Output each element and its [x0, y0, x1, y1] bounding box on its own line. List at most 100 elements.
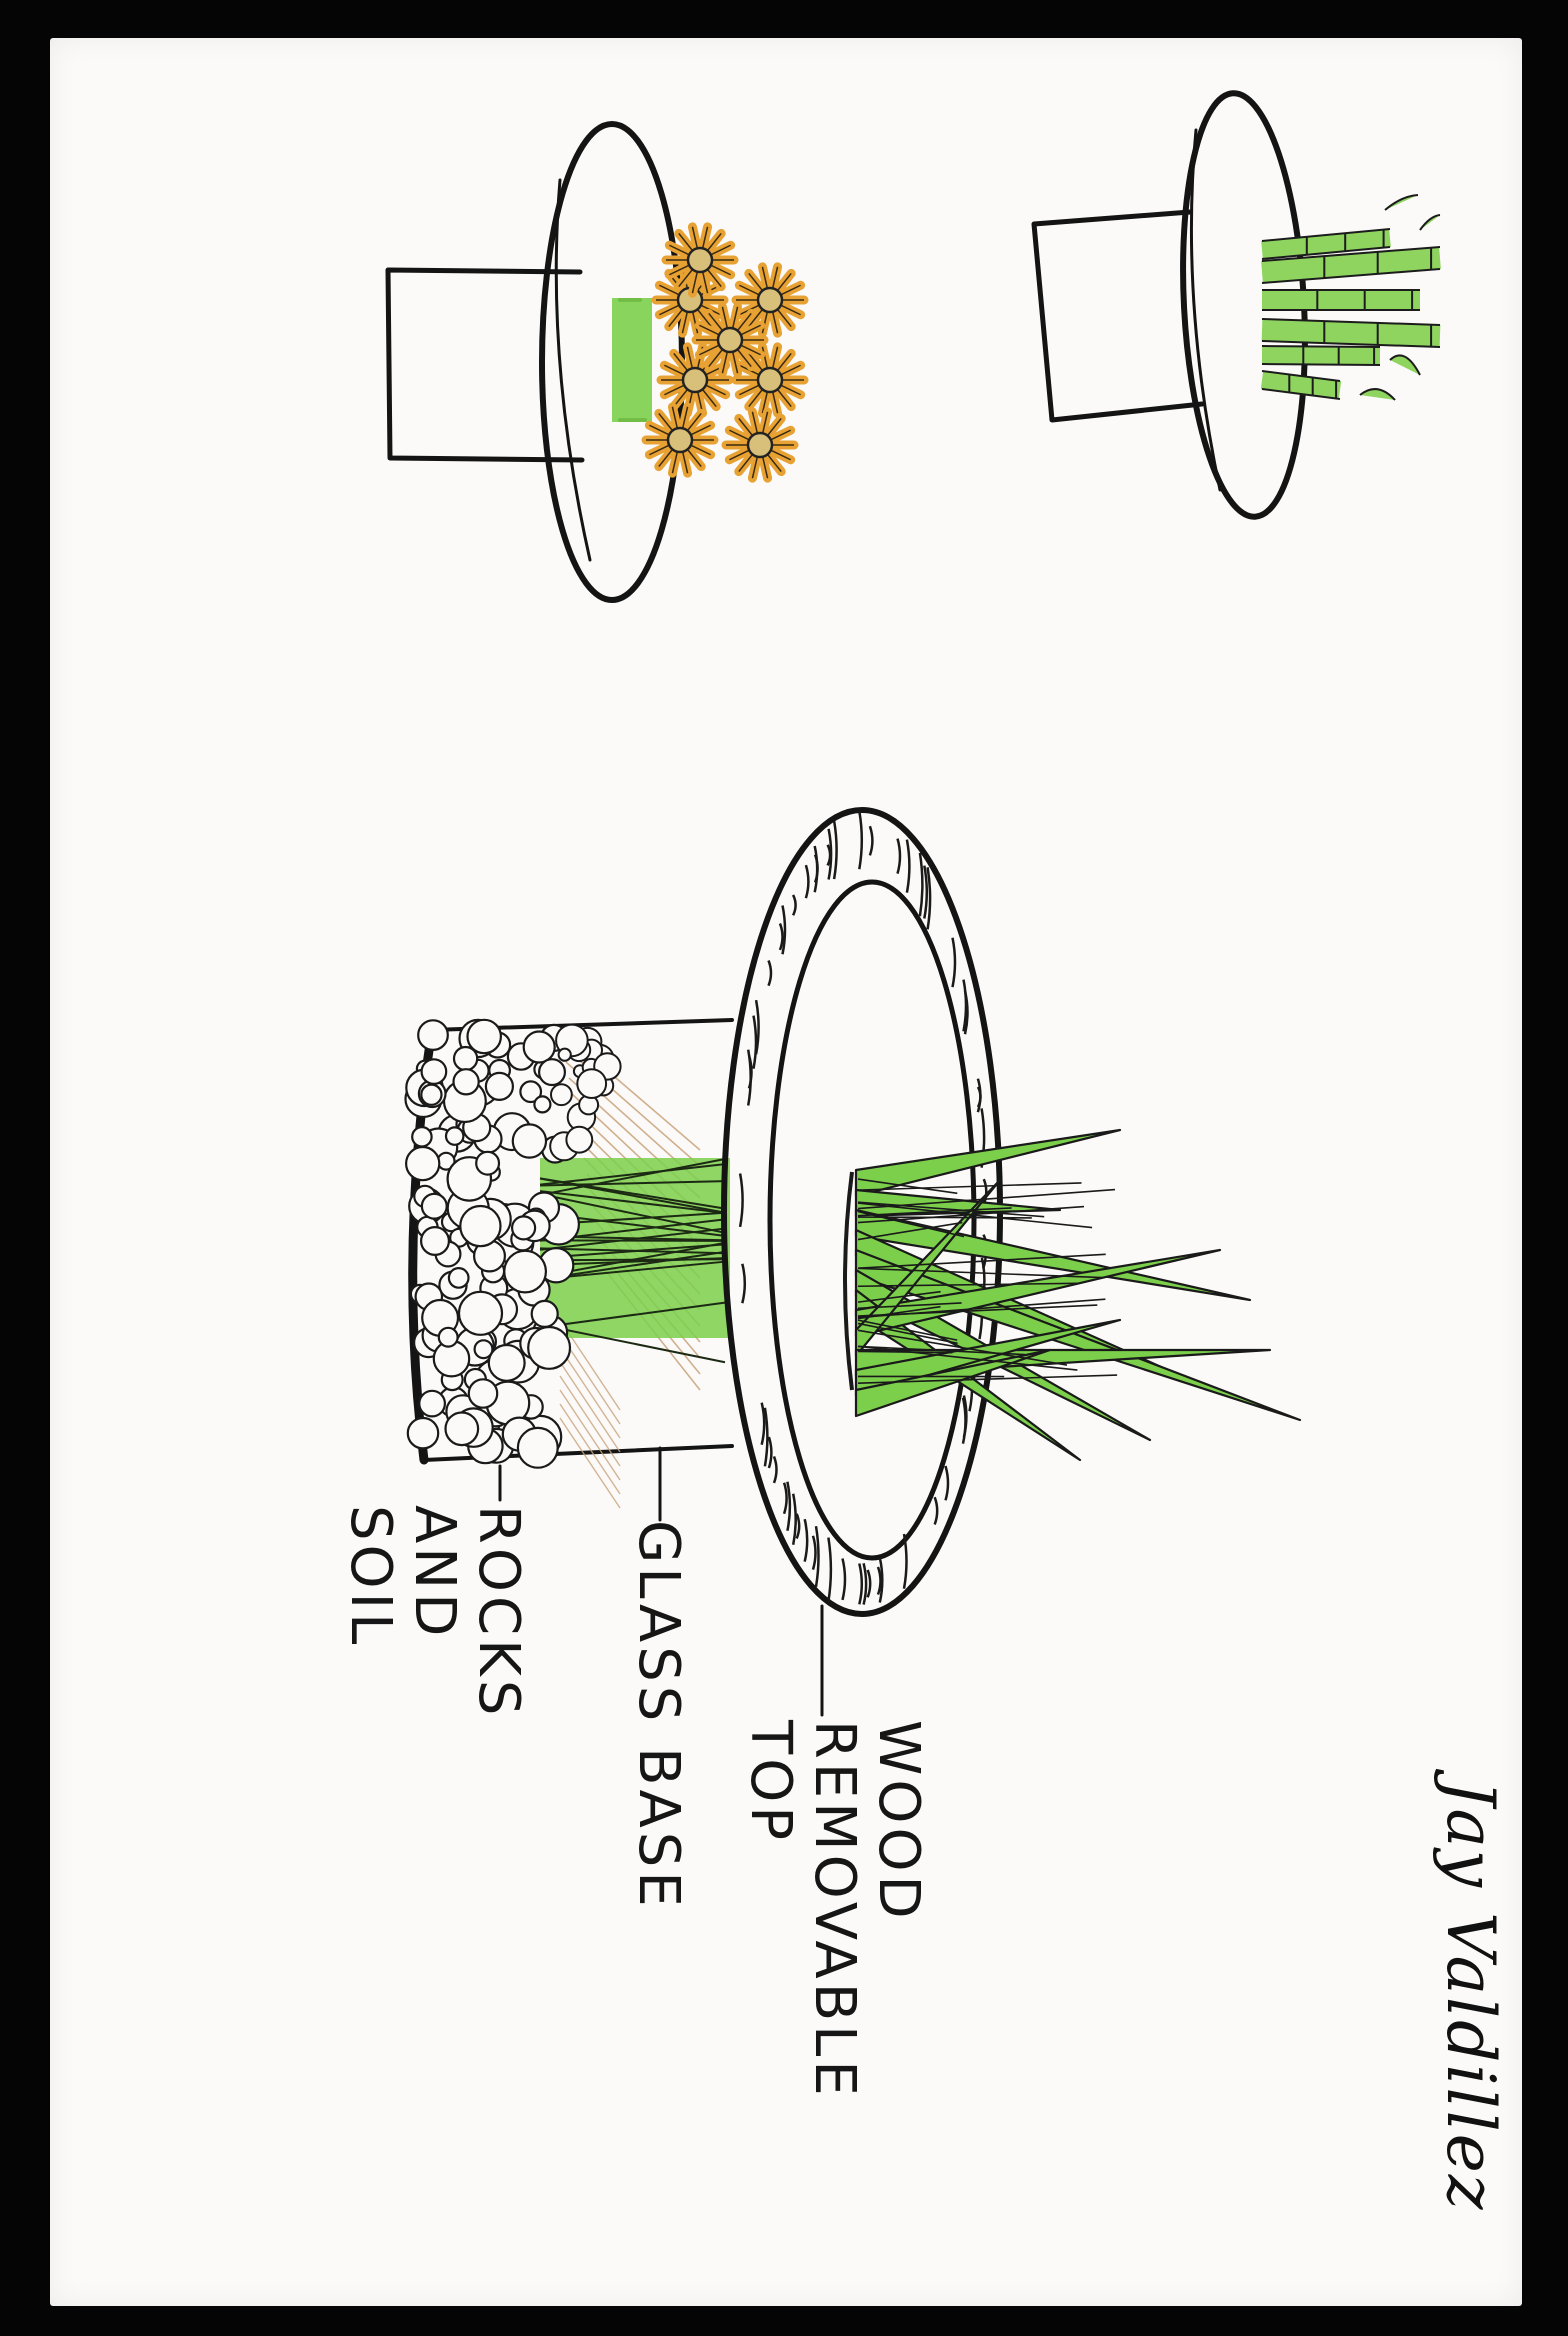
rock — [577, 1069, 606, 1098]
wood-grain-line — [907, 840, 910, 893]
bamboo-stalk — [1262, 371, 1340, 399]
wood-grain-line — [864, 1563, 867, 1604]
rock — [532, 1301, 558, 1327]
wood-grain-line — [928, 867, 931, 929]
wood-grain-line — [834, 821, 837, 879]
label-rocks: ROCKS — [466, 1505, 531, 1719]
rock — [418, 1020, 448, 1050]
wood-grain-line — [774, 1456, 777, 1483]
wood-grain-line — [793, 895, 796, 915]
label-and: AND — [402, 1505, 467, 1640]
wood-grain-line — [784, 1483, 787, 1514]
rock — [460, 1206, 500, 1246]
wood-grain-line — [828, 845, 831, 866]
wood-grain-line — [780, 924, 783, 950]
grass-base-rim — [845, 1172, 852, 1390]
rock — [534, 1096, 550, 1112]
wood-grain-line — [859, 811, 862, 869]
wood-grain-line — [806, 865, 809, 898]
rock — [454, 1069, 479, 1094]
rock — [512, 1216, 535, 1239]
bamboo-stalk — [1262, 346, 1380, 365]
rock — [513, 1124, 546, 1157]
rock — [421, 1227, 449, 1255]
rock — [476, 1152, 499, 1175]
rock — [408, 1418, 438, 1448]
wood-grain-line — [920, 853, 923, 916]
label-wood: WOOD — [866, 1720, 931, 1923]
wood-grain-line — [740, 1174, 743, 1227]
wood-grain-line — [935, 1497, 938, 1524]
label-soil: SOIL — [338, 1505, 403, 1648]
rock — [406, 1147, 439, 1180]
wood-grain-line — [964, 980, 967, 1032]
wood-grain-line — [787, 1482, 790, 1531]
daisy-plate-rim — [556, 180, 590, 560]
wood-grain-line — [769, 961, 772, 986]
rock — [421, 1085, 441, 1105]
label-glass-base: GLASS BASE — [626, 1520, 691, 1911]
label-rocks-and-soil: ROCKS AND SOIL — [338, 1505, 531, 1719]
rock — [539, 1059, 565, 1085]
daisy-flower — [726, 412, 794, 478]
wood-grain-line — [797, 1514, 800, 1539]
wood-grain-line — [754, 1016, 757, 1069]
rock — [489, 1345, 525, 1381]
rock — [469, 1379, 497, 1407]
bamboo-icon — [1262, 195, 1440, 400]
wood-grain-line — [978, 1087, 981, 1107]
rock — [446, 1413, 479, 1446]
wood-grain-line — [843, 1559, 846, 1600]
grass-stroke — [858, 1217, 1032, 1218]
label-top: TOP — [738, 1719, 803, 1844]
label-wood-removable-top: WOOD REMOVABLE TOP — [738, 1719, 931, 2100]
wood-grain-line — [815, 855, 818, 883]
bamboo-leaf — [1360, 389, 1395, 400]
wood-grain-line — [946, 1466, 949, 1500]
wood-grain-line — [963, 1398, 966, 1444]
rock — [528, 1327, 570, 1369]
rock — [486, 1073, 513, 1100]
wood-grain-line — [868, 1570, 871, 1597]
bamboo-leaf — [1420, 215, 1440, 230]
rock — [559, 1049, 571, 1061]
wood-grain-line — [828, 1538, 831, 1602]
rock — [518, 1428, 558, 1468]
bamboo-stalk — [1262, 290, 1420, 310]
wood-grain-line — [904, 1534, 907, 1589]
rock — [566, 1127, 592, 1153]
wood-grain-line — [762, 1403, 765, 1445]
rock — [459, 1292, 502, 1335]
signature: Jay Valdillez — [1432, 1768, 1509, 2212]
wood-grain-line — [769, 1437, 772, 1468]
signature-text: Jay Valdillez — [1432, 1768, 1509, 2212]
rock — [412, 1127, 431, 1146]
rock — [524, 1032, 555, 1063]
rock — [446, 1127, 463, 1144]
main-grass-planter — [406, 810, 1301, 1614]
wood-grain-line — [953, 938, 956, 987]
wood-grain-line — [898, 839, 901, 874]
wood-grain-line — [878, 1567, 881, 1595]
daisy-bouquet-icon — [646, 227, 804, 478]
rock — [449, 1268, 469, 1288]
rock — [475, 1340, 493, 1358]
bamboo-planter-base — [1034, 212, 1202, 420]
wood-grain-line — [813, 1536, 816, 1570]
rock — [504, 1251, 546, 1293]
grass-planter-icon — [845, 1130, 1300, 1460]
daisy-planter-variant — [388, 124, 804, 600]
daisy-planter-base — [388, 270, 582, 460]
wood-grain-line — [924, 866, 927, 919]
bamboo-leaf — [1385, 195, 1418, 210]
rock — [439, 1328, 458, 1347]
grass-blade — [856, 1190, 1060, 1216]
rock — [551, 1084, 572, 1105]
rock — [422, 1059, 447, 1084]
rock — [454, 1047, 477, 1070]
label-removable: REMOVABLE — [802, 1720, 867, 2100]
label-glass-base-text: GLASS BASE — [626, 1520, 691, 1911]
rock — [419, 1391, 445, 1417]
